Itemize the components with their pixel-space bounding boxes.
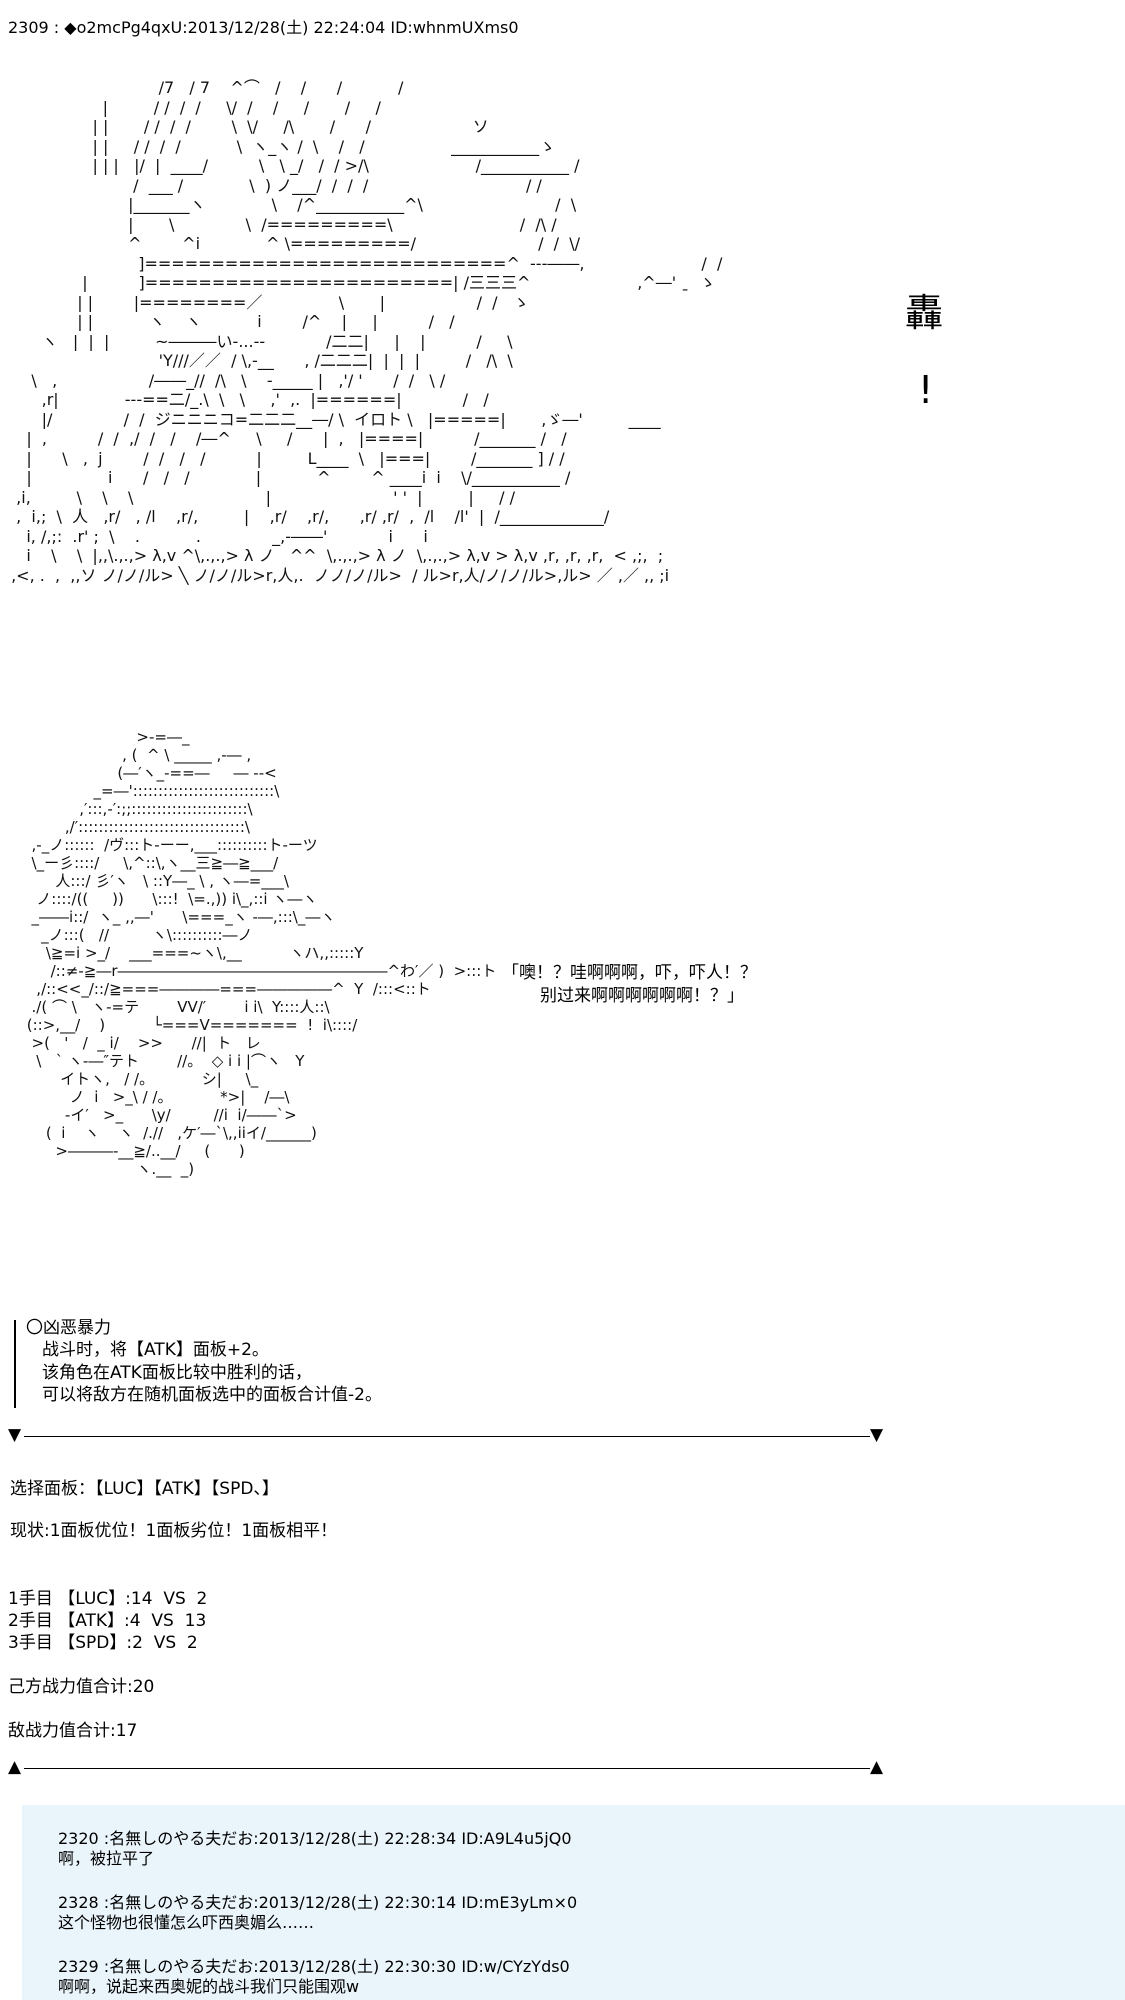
creature-art-line: _=―'::::::::::::::::::::::::::::\ bbox=[22, 782, 280, 800]
replies-panel: 2320 :名無しのやる夫だお:2013/12/28(土) 22:28:34 I… bbox=[22, 1805, 1125, 2000]
explosion-art-line: i \ \ |,,\.,.,> λ,v ^\,.,.,> λ ノ ^^ \,.,… bbox=[6, 546, 664, 565]
creature-art-line: イトヽ, / /。 シ| \_ bbox=[22, 1070, 259, 1088]
explosion-art-line: /7 / 7 ^⌒ / / / / bbox=[6, 78, 404, 97]
explosion-art-line: | | | |/ | ____/ \ \ _/ / / >/\ /_______… bbox=[6, 156, 580, 175]
creature-art-line: /::≠-≧―r――――――――――――――――――^わ′／ ) >:::ト bbox=[22, 962, 497, 980]
sfx-exclaim: ! bbox=[918, 368, 934, 412]
enemy-total: 敌战力值合计:17 bbox=[8, 1721, 138, 1741]
explosion-ascii-art: /7 / 7 ^⌒ / / / / | / / / / \/ / / / / /… bbox=[6, 78, 722, 585]
explosion-art-line: | , / / ,/ / / /―^ \ / | , |====| /_____… bbox=[6, 429, 567, 448]
creature-art-line: \ ` ヽ-―″テト //。 ◇ i i |⌒ヽ Y bbox=[22, 1052, 305, 1070]
explosion-art-line: | | |========／ \ | / / ゝ bbox=[6, 292, 529, 312]
status-text: 现状:1面板优位！1面板劣位！1面板相平！ bbox=[10, 1521, 338, 1541]
creature-art-line: _ノ:::( // ヽ\::::::::::―ノ bbox=[22, 926, 253, 944]
creature-art-line: _――i::/ ヽ_ ,,―' \===_ヽ -―,:::\_―ヽ bbox=[22, 908, 336, 926]
skill-line-2: 该角色在ATK面板比较中胜利的话， bbox=[42, 1363, 312, 1383]
creature-art-line: , ( ^ \ _____ ,-― , bbox=[22, 746, 252, 764]
skill-box: 〇凶恶暴力 战斗时，将【ATK】面板+2。 该角色在ATK面板比较中胜利的话， … bbox=[14, 1318, 714, 1410]
reply-body: 这个怪物也很懂怎么吓西奥媚么…… bbox=[58, 1913, 315, 1932]
divider-bottom bbox=[24, 1768, 870, 1769]
reply-body: 啊啊，说起来西奥妮的战斗我们只能围观w bbox=[58, 1977, 360, 1996]
reply-body: 啊，被拉平了 bbox=[58, 1849, 155, 1868]
explosion-art-line: \ , /――_// /\ \ -_____ | ,'/ ' / / \ / bbox=[6, 370, 446, 390]
explosion-art-line: , i,; \ 人 ,r/ , /l ,r/, | ,r/ ,r/, ,r/ ,… bbox=[6, 507, 610, 526]
round-2: 2手目 【ATK】:4 VS 13 bbox=[8, 1611, 207, 1631]
creature-art-line: ,/′:::::::::::::::::::::::::::::::::\ bbox=[22, 818, 250, 836]
creature-art-line: >( ' / _ i/ >> //| ト レ bbox=[22, 1034, 261, 1052]
reply-header: 2320 :名無しのやる夫だお:2013/12/28(土) 22:28:34 I… bbox=[58, 1829, 572, 1848]
speech-line-1: 「噢！？哇啊啊啊，吓，吓人！？ bbox=[502, 963, 757, 983]
speech-line-2: 别过来啊啊啊啊啊啊！？」 bbox=[540, 986, 744, 1006]
explosion-art-line: ,<, . , ,,ソ ノ/ノ/ル> ╲ ノ/ノ/ル>r,人,. ノノ/ノ/ル>… bbox=[6, 565, 670, 585]
post-header: 2309 : ◆o2mcPg4qxU:2013/12/28(土) 22:24:0… bbox=[8, 18, 519, 37]
explosion-art-line: / ___ / \ ) ノ___/ / / / / / bbox=[6, 175, 542, 195]
explosion-art-line: |/ / / ジニニニコ=二二二__―/ \ イロト \ |=====| ,ゞ―… bbox=[6, 409, 661, 429]
divider-top bbox=[24, 1436, 870, 1437]
arrow-down-icon: ▼ bbox=[8, 1425, 22, 1445]
skill-bar bbox=[14, 1320, 16, 1408]
explosion-art-line: | \ \ /=========\ / /\ / bbox=[6, 214, 557, 234]
creature-art-line: >―――-__≧/..__/ ( ) bbox=[22, 1142, 245, 1160]
explosion-art-line: i, /,;: .r' ; \ . . _,-――' i i bbox=[6, 526, 428, 546]
creature-art-line: ,-_ノ:::::: /ヴ:::ト-ーー,___::::::::::ト-ーツ bbox=[22, 836, 318, 854]
creature-art-line: ( i ヽ ヽ /.// ,ケ′―`\,,iiイ/______) bbox=[22, 1124, 317, 1142]
explosion-art-line: |_______ヽ \ /^___________^\ / \ bbox=[6, 195, 577, 214]
explosion-art-line: | | / / / / \ \/ /\ / / ソ bbox=[6, 117, 489, 136]
own-total: 己方战力值合计:20 bbox=[8, 1677, 155, 1697]
creature-art-line: ノ::::/(( )) \:::! \=.,)) i\_,::i ヽ―ヽ bbox=[22, 890, 318, 908]
arrow-up-icon: ▲ bbox=[8, 1757, 22, 1777]
creature-art-line: 人:::/ 彡′ヽ \ ::Y―_ \ , ヽ―=___\ bbox=[22, 872, 289, 890]
explosion-art-line: ,i, \ \ \ | ' ' | | / / bbox=[6, 487, 516, 507]
round-3: 3手目 【SPD】:2 VS 2 bbox=[8, 1633, 198, 1653]
creature-art-line: ,′:::,-′:;;:::::::::::::::::::::::\ bbox=[22, 800, 253, 818]
creature-art-line: ノ i >_\ / /。 *>| /―\ bbox=[22, 1088, 290, 1106]
skill-title: 〇凶恶暴力 bbox=[26, 1318, 111, 1338]
explosion-art-line: | \ , j / / / / | L____ \ |===| /_______… bbox=[6, 448, 565, 468]
reply-header: 2329 :名無しのやる夫だお:2013/12/28(土) 22:30:30 I… bbox=[58, 1957, 570, 1976]
explosion-art-line: | / / / / \/ / / / / / bbox=[6, 97, 381, 117]
creature-art-line: \≧=i >_/ ___===~ヽ\,__ ヽハ,,:::::Y bbox=[22, 944, 364, 962]
creature-art-line: ./( ⌒ \ ヽ-=テ VV/′ i i\ Y::::人::\ bbox=[22, 998, 330, 1016]
explosion-art-line: | ]=======================| /三三三^ ,^―' ˍ… bbox=[6, 273, 716, 292]
creature-art-line: \_ー彡::::/ \,^::\,ヽ__三≧―≧___/ bbox=[22, 854, 279, 872]
arrow-down-icon: ▼ bbox=[870, 1425, 884, 1445]
creature-art-line: ヽ.__ _) bbox=[22, 1160, 195, 1178]
explosion-art-line: ]===========================^ ---――, / / bbox=[6, 253, 723, 273]
explosion-art-line: | | / / / / \ ヽ_ヽ / \ / / ___________ゝ bbox=[6, 136, 556, 156]
explosion-art-line: ヽ | | | ~―――い-...-- /二二| | | / \ bbox=[6, 331, 513, 351]
creature-ascii-art: >-=―_ , ( ^ \ _____ ,-― , (―′ヽ_-==― ― --… bbox=[22, 728, 497, 1178]
creature-art-line: (―′ヽ_-==― ― --< bbox=[22, 764, 277, 782]
skill-line-3: 可以将敌方在随机面板选中的面板合计值-2。 bbox=[42, 1385, 382, 1405]
explosion-art-line: 'Y///／／ / \,-__ , /二二二| | | | / /\ \ bbox=[6, 351, 513, 370]
explosion-art-line: | | ヽ ヽ i /^ | | / / bbox=[6, 312, 455, 331]
creature-art-line: >-=―_ bbox=[22, 728, 190, 746]
panel-selection: 选择面板：【LUC】【ATK】【SPD、】 bbox=[10, 1479, 279, 1499]
creature-art-line: -イ′ >_ \y/ //i i/――`> bbox=[22, 1106, 297, 1124]
skill-line-1: 战斗时，将【ATK】面板+2。 bbox=[42, 1340, 269, 1360]
creature-art-line: ,/::<<_/::/≧===――――===―――――^ Y /:::<::ト bbox=[22, 980, 431, 998]
arrow-up-icon: ▲ bbox=[870, 1757, 884, 1777]
explosion-art-line: ,r| ---==二/_.\ \ \ ,' ,. |======| / / bbox=[6, 390, 489, 409]
sfx-character: 轟 bbox=[905, 291, 944, 335]
creature-art-line: (::>,__/ ) └===V======= ! i\::::/ bbox=[22, 1016, 358, 1034]
round-1: 1手目 【LUC】:14 VS 2 bbox=[8, 1589, 208, 1609]
reply-header: 2328 :名無しのやる夫だお:2013/12/28(土) 22:30:14 I… bbox=[58, 1893, 578, 1912]
explosion-art-line: ^ ^i ^ \=========/ / / \/ bbox=[6, 234, 581, 253]
explosion-art-line: | i / / / | ^ ^ ____i i \/___________ / bbox=[6, 468, 571, 487]
